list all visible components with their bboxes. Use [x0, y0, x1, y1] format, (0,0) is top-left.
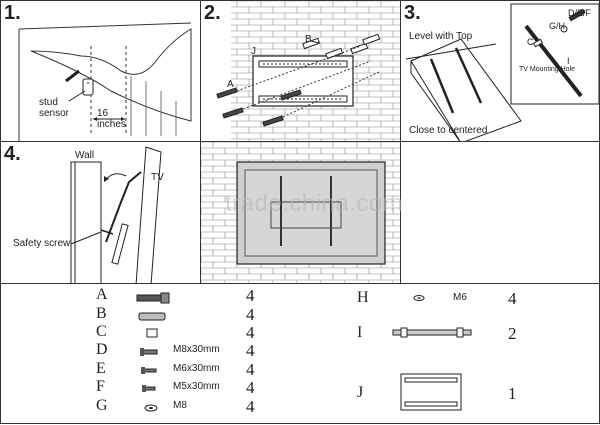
tv-label: TV: [151, 172, 164, 183]
step-4-panel: 4. Wall TV Safety screw: [0, 141, 201, 284]
stud-spacing-label: 16 inches: [97, 108, 126, 130]
part-quantity: 4: [246, 397, 255, 416]
part-letter: G: [96, 397, 108, 414]
part-spec: M8x30mm: [173, 344, 220, 355]
level-with-top-label: Level with Top: [409, 31, 473, 42]
part-letter: H: [357, 289, 369, 306]
part-i-callout: I: [567, 56, 570, 66]
part-quantity: 1: [508, 384, 517, 403]
part-letter: B: [96, 305, 107, 322]
part-letter: I: [357, 324, 363, 341]
part-letter: A: [96, 286, 108, 303]
part-row: D M8x30mm 4: [1, 341, 301, 360]
part-row: I 2: [1, 324, 600, 343]
parts-list: A 4 B 4 C 4 D M8x30mm 4 E M6x30mm 4: [0, 283, 600, 424]
part-row: B 4: [1, 305, 301, 324]
step-number: 4.: [4, 143, 21, 165]
watermark: trade.china.com: [225, 190, 404, 217]
part-row: J 1: [1, 384, 600, 403]
stud-sensor-icon: [82, 78, 94, 96]
part-quantity: 4: [508, 289, 517, 308]
part-quantity: 4: [246, 378, 255, 397]
part-row: C 4: [1, 323, 301, 342]
part-quantity: 2: [508, 324, 517, 343]
empty-panel: [400, 141, 600, 284]
part-letter: C: [96, 323, 107, 340]
part-a-callout: A: [227, 79, 234, 90]
part-row: H M6 4: [1, 289, 600, 308]
close-to-centered-label: Close to centered: [409, 125, 488, 136]
part-j-callout: J: [251, 46, 256, 57]
step-2-illustration: [216, 1, 400, 141]
part-row: F M5x30mm 4: [1, 378, 301, 397]
step-number: 1.: [4, 2, 21, 24]
part-spec: M6x30mm: [173, 363, 220, 374]
part-letter: J: [357, 384, 364, 401]
part-quantity: 4: [246, 341, 255, 360]
part-letter: F: [96, 378, 105, 395]
part-letter: D: [96, 341, 108, 358]
tv-mounting-hole-label: TV Mounting Hole: [519, 66, 576, 73]
step-number: 3.: [404, 2, 421, 24]
part-gh-callout: G/H: [549, 21, 566, 31]
stud-sensor-label: stud sensor: [39, 97, 70, 119]
step-1-illustration: [18, 22, 192, 141]
part-quantity: 4: [246, 286, 255, 305]
part-spec: M6: [453, 292, 467, 303]
step-4-illustration: [70, 146, 162, 283]
step-3-illustration: [405, 3, 599, 141]
part-quantity: 4: [246, 323, 255, 342]
step-3-panel: 3. Level with Top Close to centered D/E/…: [400, 0, 600, 142]
part-row: G M8 4: [1, 397, 301, 416]
part-spec: M5x30mm: [173, 381, 220, 392]
safety-screw-label: Safety screw: [13, 238, 71, 249]
part-quantity: 4: [246, 305, 255, 324]
part-spec: M8: [173, 400, 187, 411]
step-number: 2.: [204, 2, 221, 24]
step-1-panel: 1. stud sensor 16 inches: [0, 0, 201, 142]
part-b-callout: B: [305, 34, 312, 45]
part-def-callout: D/E/F: [568, 8, 592, 18]
step-5-illustration: [201, 142, 400, 283]
part-c-callout: C: [527, 37, 534, 47]
step-5-panel: 5.: [200, 141, 401, 284]
part-quantity: 4: [246, 360, 255, 379]
part-row: E M6x30mm 4: [1, 360, 301, 379]
part-letter: E: [96, 360, 106, 377]
wall-plate-icon: [252, 55, 354, 107]
step-2-panel: 2.: [200, 0, 401, 142]
wall-label: Wall: [75, 150, 95, 161]
part-row: A 4: [1, 286, 301, 305]
